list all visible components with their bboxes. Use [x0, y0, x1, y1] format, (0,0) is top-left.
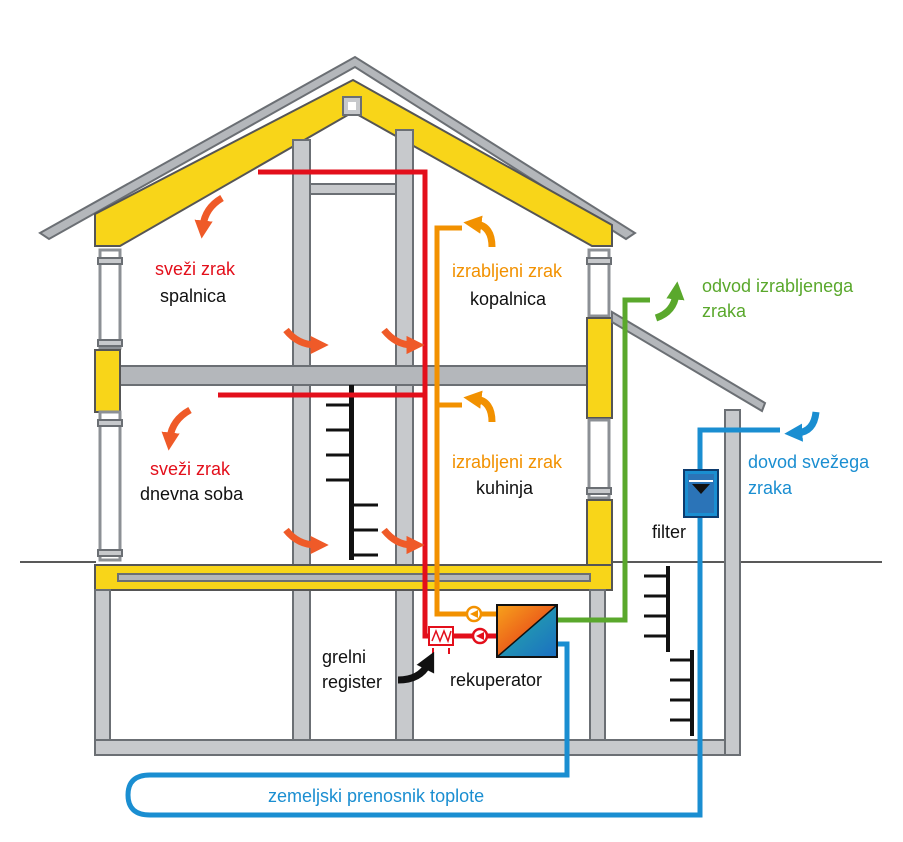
left-slab-insulation: [94, 349, 121, 413]
heater-label-line1: grelni: [322, 647, 366, 667]
fresh-inlet-label-line1: dovod svežega: [748, 452, 870, 472]
annex-wall: [724, 409, 741, 756]
basement-floor: [94, 739, 741, 756]
exhaust-outlet-label-line1: odvod izrabljenega: [702, 276, 854, 296]
exhaust-outlet-duct: [557, 297, 650, 623]
kitchen-label: kuhinja: [476, 478, 534, 498]
filter-icon: [683, 469, 719, 518]
bathroom-exhaust-arrow: [463, 215, 496, 248]
bedroom-fresh-air-label: sveži zrak: [155, 259, 236, 279]
kitchen-exhaust-arrow: [463, 390, 496, 423]
fresh-air-duct-bedroom: [258, 169, 430, 639]
basement-inner-wall: [589, 589, 606, 741]
exhaust-outlet-label-line2: zraka: [702, 301, 747, 321]
ground-heat-exchanger-loop: [125, 517, 703, 818]
ground-heat-exchanger-label: zemeljski prenosnik toplote: [268, 786, 484, 806]
bedroom-label: spalnica: [160, 286, 227, 306]
filter-label: filter: [652, 522, 686, 542]
top-beam: [309, 183, 397, 195]
heater-label-line2: register: [322, 672, 382, 692]
heat-exchanger-icon: [496, 604, 558, 658]
left-wall-upper-window: [97, 248, 123, 350]
right-wall-upper-window: [586, 248, 612, 318]
recuperator-label: rekuperator: [450, 670, 542, 690]
heater-pointer-arrow: [397, 651, 435, 684]
exhaust-pump-icon: [465, 605, 483, 623]
column-left: [292, 139, 311, 741]
lower-left-transfer-arrow: [283, 527, 329, 555]
basement-left-wall: [94, 589, 111, 756]
bedroom-fresh-air-arrow: [194, 194, 224, 239]
roof-vent: [342, 96, 362, 116]
roof-insulation: [94, 78, 613, 247]
staircase: [326, 385, 378, 560]
exhaust-duct-bathroom: [434, 225, 497, 617]
upper-right-transfer-arrow: [381, 327, 425, 355]
exhaust-outlet-arrow: [654, 281, 685, 322]
annex-roof: [611, 310, 767, 413]
supply-pump-icon: [471, 627, 489, 645]
fresh-inlet-duct: [697, 427, 780, 470]
upper-left-transfer-arrow: [283, 327, 329, 355]
roof-cladding: [38, 55, 637, 241]
living-fresh-air-label: sveži zrak: [150, 459, 231, 479]
left-wall-lower-window: [97, 410, 123, 562]
house-structure: [38, 55, 767, 756]
fresh-inlet-label-line2: zraka: [748, 478, 793, 498]
middle-floor-slab: [109, 365, 599, 386]
basement-staircase: [644, 566, 694, 736]
bathroom-label: kopalnica: [470, 289, 547, 309]
bathroom-exhaust-air-label: izrabljeni zrak: [452, 261, 563, 281]
kitchen-exhaust-air-label: izrabljeni zrak: [452, 452, 563, 472]
ground-floor-slab: [117, 573, 591, 582]
fresh-inlet-arrow: [784, 411, 820, 442]
column-right: [395, 129, 414, 741]
right-wall-insulation-lower: [586, 499, 613, 567]
living-room-label: dnevna soba: [140, 484, 244, 504]
right-wall-lower-window: [586, 418, 612, 500]
right-slab-insulation-upper: [586, 317, 613, 419]
lower-right-transfer-arrow: [381, 527, 425, 555]
heating-register-icon: [428, 626, 454, 654]
living-fresh-air-arrow: [161, 406, 192, 451]
